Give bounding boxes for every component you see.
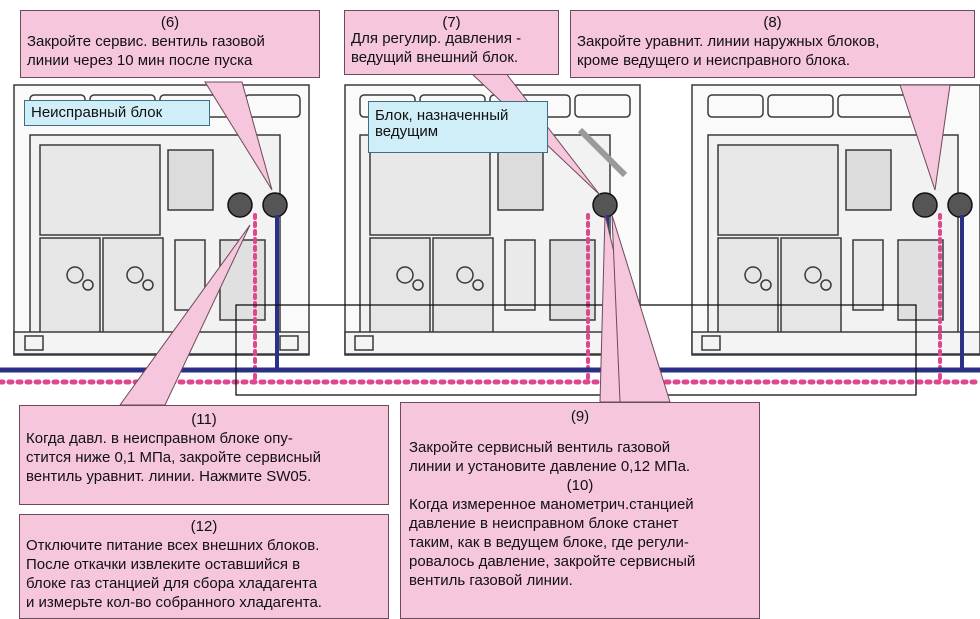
- step-text: Для регулир. давления - ведущий внешний …: [351, 29, 552, 67]
- callout-11: (11) Когда давл. в неисправном блоке опу…: [19, 405, 389, 505]
- step-text: Закройте уравнит. линии наружных блоков,…: [577, 33, 879, 69]
- valve-icon: [263, 193, 287, 217]
- valve-icon: [948, 193, 972, 217]
- master-unit-label: Блок, назначенный ведущим: [368, 101, 548, 153]
- callout-8: (8) Закройте уравнит. линии наружных бло…: [570, 10, 975, 78]
- valve-icon: [228, 193, 252, 217]
- step-text: Закройте сервис. вентиль газовой линии ч…: [27, 33, 265, 69]
- callout-6: (6) Закройте сервис. вентиль газовой лин…: [20, 10, 320, 78]
- faulty-unit-label: Неисправный блок: [24, 100, 210, 126]
- step-text-10: Когда измеренное манометрич.станцией дав…: [409, 495, 751, 590]
- step-number: (8): [577, 13, 968, 32]
- callout-9-10: (9) Закройте сервисный вентиль газовой л…: [400, 402, 760, 619]
- callout-7: (7) Для регулир. давления - ведущий внеш…: [344, 10, 559, 75]
- valve-icon: [913, 193, 937, 217]
- callout-12: (12) Отключите питание всех внешних блок…: [19, 514, 389, 619]
- step-number-9: (9): [409, 407, 751, 426]
- step-number: (12): [26, 517, 382, 536]
- step-number-10: (10): [409, 476, 751, 495]
- step-number: (11): [26, 410, 382, 429]
- step-number: (7): [345, 13, 558, 32]
- step-number: (6): [27, 13, 313, 32]
- step-text-9: Закройте сервисный вентиль газовой линии…: [409, 438, 751, 476]
- valve-icon: [593, 193, 617, 217]
- step-text: Отключите питание всех внешних блоков. П…: [26, 537, 322, 611]
- step-text: Когда давл. в неисправном блоке опу- сти…: [26, 430, 321, 485]
